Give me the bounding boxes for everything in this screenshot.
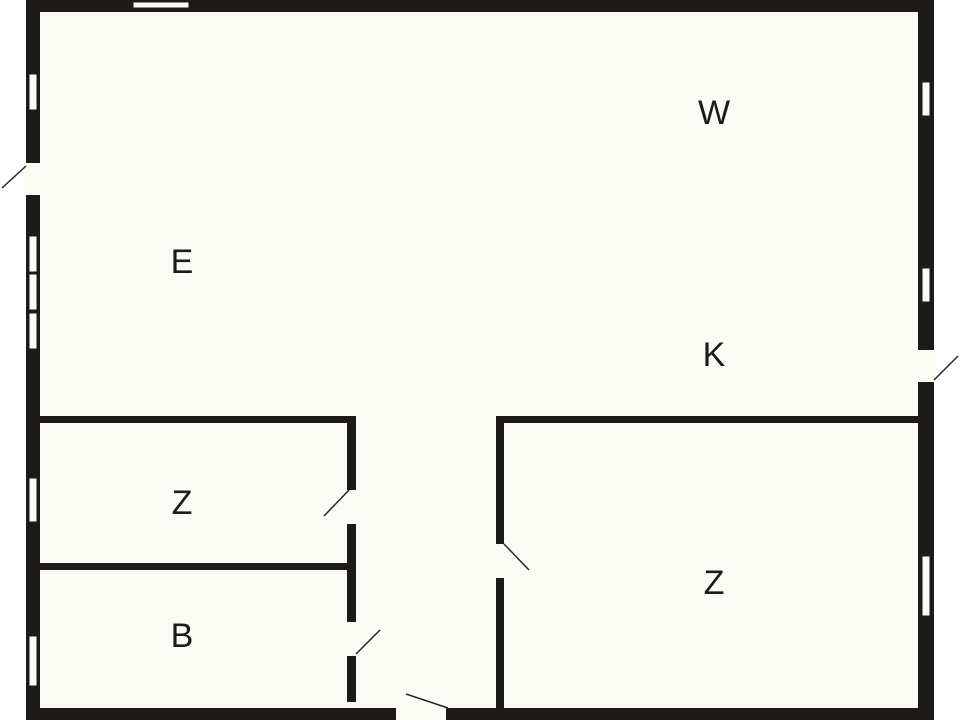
door-swing-right-outer: [933, 355, 959, 381]
window-top: [132, 1, 190, 9]
door-opening-room-z1: [345, 490, 358, 524]
wall-left-rooms-divider: [40, 563, 350, 570]
door-swing-room-z2: [503, 543, 530, 571]
window-left-5: [28, 477, 38, 523]
floor-area: [26, 0, 934, 720]
room-label-e: E: [171, 243, 194, 281]
wall-left-rooms-top: [40, 416, 356, 423]
wall-bottom: [26, 708, 934, 720]
wall-top: [26, 0, 934, 12]
window-left-3: [28, 273, 38, 311]
window-right-3: [921, 555, 931, 617]
door-opening-right-outer: [916, 350, 936, 382]
room-label-z-small: Z: [172, 484, 193, 522]
window-right-2: [921, 267, 931, 303]
room-label-z-large: Z: [704, 564, 725, 602]
door-openings: [24, 163, 936, 720]
window-left-2: [28, 235, 38, 273]
window-left-1: [28, 73, 38, 111]
room-label-b: B: [171, 617, 194, 655]
door-swing-left-outer: [1, 165, 27, 189]
door-opening-left-outer: [24, 163, 42, 195]
door-swing-bottom: [405, 693, 449, 709]
room-label-k: K: [703, 336, 726, 374]
door-swing-room-b: [355, 629, 381, 655]
wall-left-rooms-right: [347, 416, 356, 702]
windows: [28, 1, 931, 687]
wall-right-room-top: [496, 416, 918, 423]
door-opening-bottom: [396, 706, 446, 720]
door-swings: [1, 165, 959, 709]
door-opening-room-z2: [494, 544, 506, 578]
door-swing-room-z1: [323, 489, 350, 517]
window-right-1: [921, 81, 931, 117]
room-labels: E W K Z B Z: [171, 94, 730, 655]
window-left-4: [28, 312, 38, 350]
window-left-6: [28, 635, 38, 687]
room-label-w: W: [698, 94, 730, 132]
door-opening-room-b: [345, 622, 358, 656]
